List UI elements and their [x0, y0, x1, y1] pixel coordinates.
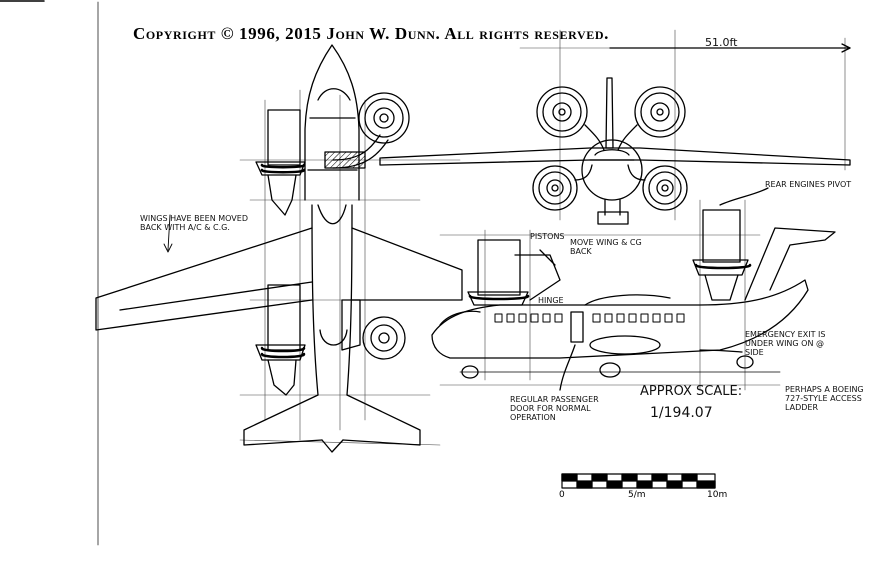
- front-view: [379, 29, 851, 225]
- boeing-ladder-note: Perhaps a Boeing 727-style access ladder: [785, 385, 864, 412]
- pistons-label: Pistons: [530, 232, 565, 241]
- scale-value: 1/194.07: [650, 405, 713, 421]
- scale-tick-5m: 5/m: [628, 490, 646, 500]
- span-label: 51.0ft: [705, 36, 738, 49]
- rear-engines-note: Rear engines pivot: [765, 180, 852, 189]
- move-wing-note: Move wing & CG back: [570, 238, 642, 256]
- emergency-exit-note: Emergency exit is under wing on @ side: [745, 330, 826, 357]
- hinge-label: Hinge: [538, 296, 564, 305]
- copyright-notice: Copyright © 1996, 2015 John W. Dunn. All…: [133, 24, 609, 43]
- approx-scale-label: Approx scale:: [640, 384, 743, 399]
- scale-tick-0: 0: [559, 490, 565, 500]
- plan-view: [95, 44, 463, 453]
- side-view: [431, 187, 836, 391]
- scale-tick-10m: 10m: [707, 490, 728, 500]
- scale-bar: [561, 473, 716, 489]
- passenger-door-note: Regular passenger door for normal operat…: [510, 395, 599, 422]
- wings-moved-note: Wings have been moved back with A/C & C.…: [140, 214, 248, 232]
